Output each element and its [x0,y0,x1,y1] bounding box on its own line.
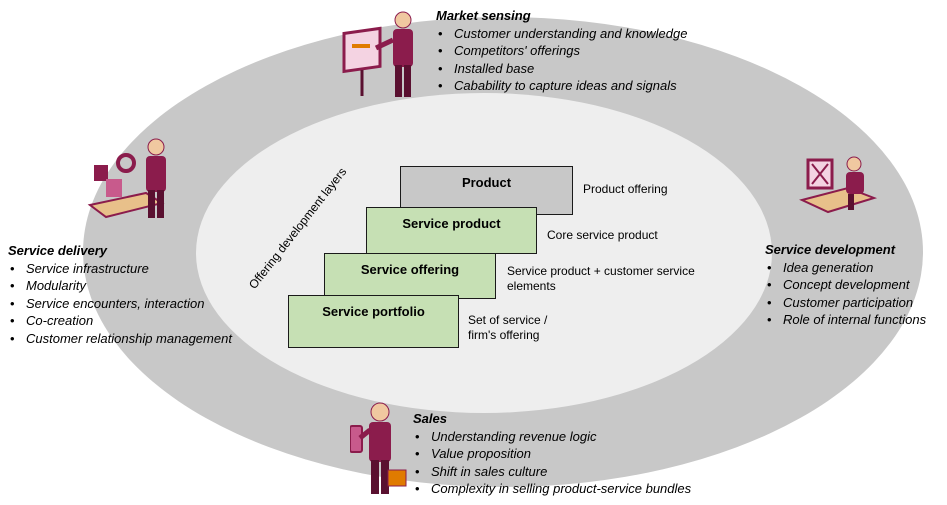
list-item: Value proposition [413,445,691,463]
list-item: Modularity [8,277,232,295]
list-item: Competitors' offerings [436,42,687,60]
list-item: Installed base [436,60,687,78]
desk-worker-icon [799,156,878,214]
section-service-delivery: Service delivery Service infrastructure … [8,242,232,347]
list-item: Idea generation [765,259,926,277]
list-item: Shift in sales culture [413,463,691,481]
layer-box-service-portfolio: Service portfolio [288,295,459,348]
conveyor-figure-icon [87,138,166,219]
list-item: Co-creation [8,312,232,330]
list-item: Customer participation [765,294,926,312]
list-item: Understanding revenue logic [413,428,691,446]
list-item: Customer understanding and knowledge [436,25,687,43]
layer-title: Service portfolio [322,304,425,319]
layer-box-service-product: Service product [366,207,537,254]
list-item: Service infrastructure [8,260,232,278]
layer-box-service-offering: Service offering [324,253,496,299]
layer-title: Service offering [360,262,460,277]
presenter-figure-icon [342,11,413,97]
section-service-development: Service development Idea generation Conc… [765,241,926,329]
layer-box-product: Product [400,166,573,215]
layer-description: Product offering [583,182,668,196]
section-title: Market sensing [436,8,531,23]
layer-description: Set of service / firm's offering [468,313,548,342]
section-title: Service delivery [8,243,108,258]
salesperson-figure-icon [350,402,407,494]
layer-title: Service product [402,216,501,231]
section-market-sensing: Market sensing Customer understanding an… [436,7,687,95]
list-item: Service encounters, interaction [8,295,232,313]
list-item: Cabability to capture ideas and signals [436,77,687,95]
layer-title: Product [461,175,512,190]
layer-description: Core service product [547,228,658,242]
list-item: Customer relationship management [8,330,232,348]
list-item: Complexity in selling product-service bu… [413,480,691,498]
layer-description: Service product + customer service eleme… [507,264,695,293]
list-item: Concept development [765,276,926,294]
list-item: Role of internal functions [765,311,926,329]
section-title: Sales [413,411,447,426]
section-title: Service development [765,242,896,257]
section-sales: Sales Understanding revenue logic Value … [413,410,691,498]
